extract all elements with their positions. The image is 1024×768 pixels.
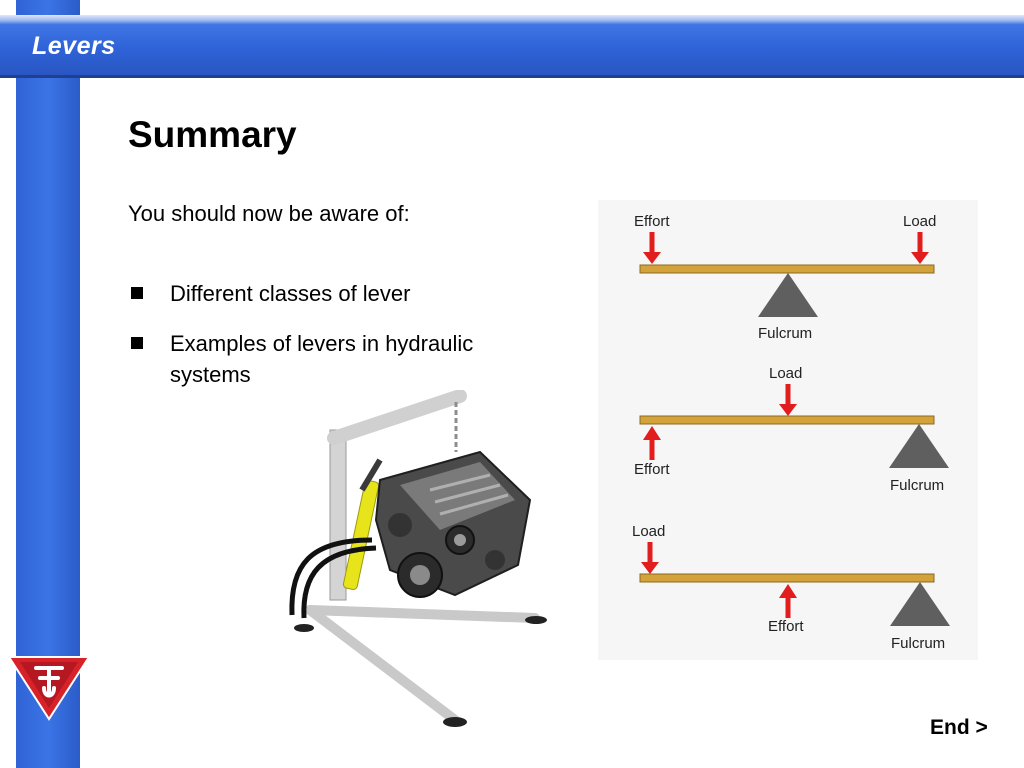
fulcrum-label: Fulcrum — [891, 635, 945, 652]
third-class-lever: Load Effort Fulcrum — [632, 523, 950, 652]
effort-arrowhead-icon — [779, 584, 797, 598]
header-title: Levers — [32, 32, 116, 60]
second-class-lever: Load Effort Fulcrum — [634, 365, 949, 494]
lever-beam — [639, 573, 935, 583]
load-label: Load — [903, 213, 936, 230]
list-item: Different classes of lever — [128, 278, 548, 309]
load-arrowhead-icon — [779, 404, 797, 416]
fulcrum-triangle-icon — [758, 273, 818, 317]
load-arrowhead-icon — [641, 562, 659, 574]
bullet-text: Examples of levers in hydraulic systems — [170, 331, 474, 387]
effort-arrowhead-icon — [643, 426, 661, 440]
crane-leg — [305, 605, 540, 623]
crane-leg — [305, 605, 460, 725]
bullet-text: Different classes of lever — [170, 281, 411, 306]
crane-mast — [329, 429, 347, 601]
hydraulic-hose — [289, 537, 373, 616]
lever-beam — [639, 415, 935, 425]
hydraulic-ram — [342, 479, 380, 591]
effort-arrowhead-icon — [643, 252, 661, 264]
lever-classes-diagram: Effort Load Fulcrum Load Effort Fulcrum … — [598, 200, 978, 660]
hydraulic-hose — [301, 545, 377, 619]
caster-wheel-icon — [294, 624, 314, 632]
square-bullet-icon — [131, 337, 143, 349]
square-bullet-icon — [131, 287, 143, 299]
load-arrowhead-icon — [911, 252, 929, 264]
list-item: Examples of levers in hydraulic systems — [128, 328, 548, 390]
load-label: Load — [769, 365, 802, 382]
intro-text: You should now be aware of: — [128, 201, 410, 226]
effort-label: Effort — [634, 461, 670, 478]
left-accent-bar — [16, 0, 80, 768]
fulcrum-triangle-icon — [889, 424, 949, 468]
fulcrum-triangle-icon — [890, 582, 950, 626]
effort-label: Effort — [634, 213, 670, 230]
header-bar — [0, 15, 1024, 78]
summary-list: Different classes of lever Examples of l… — [128, 278, 548, 409]
ram-rod — [359, 458, 383, 492]
first-class-lever: Effort Load Fulcrum — [634, 213, 936, 342]
effort-label: Effort — [768, 618, 804, 635]
fulcrum-label: Fulcrum — [890, 477, 944, 494]
crane-boom — [327, 390, 467, 445]
engine-crane-illustration — [289, 390, 547, 727]
load-label: Load — [632, 523, 665, 540]
fulcrum-label: Fulcrum — [758, 325, 812, 342]
page-title: Summary — [128, 114, 297, 155]
company-logo — [7, 656, 91, 721]
engine-block — [374, 450, 532, 598]
lever-beam — [639, 264, 935, 274]
end-button[interactable]: End > — [930, 716, 988, 739]
caster-wheel-icon — [443, 717, 467, 727]
caster-wheel-icon — [525, 616, 547, 624]
